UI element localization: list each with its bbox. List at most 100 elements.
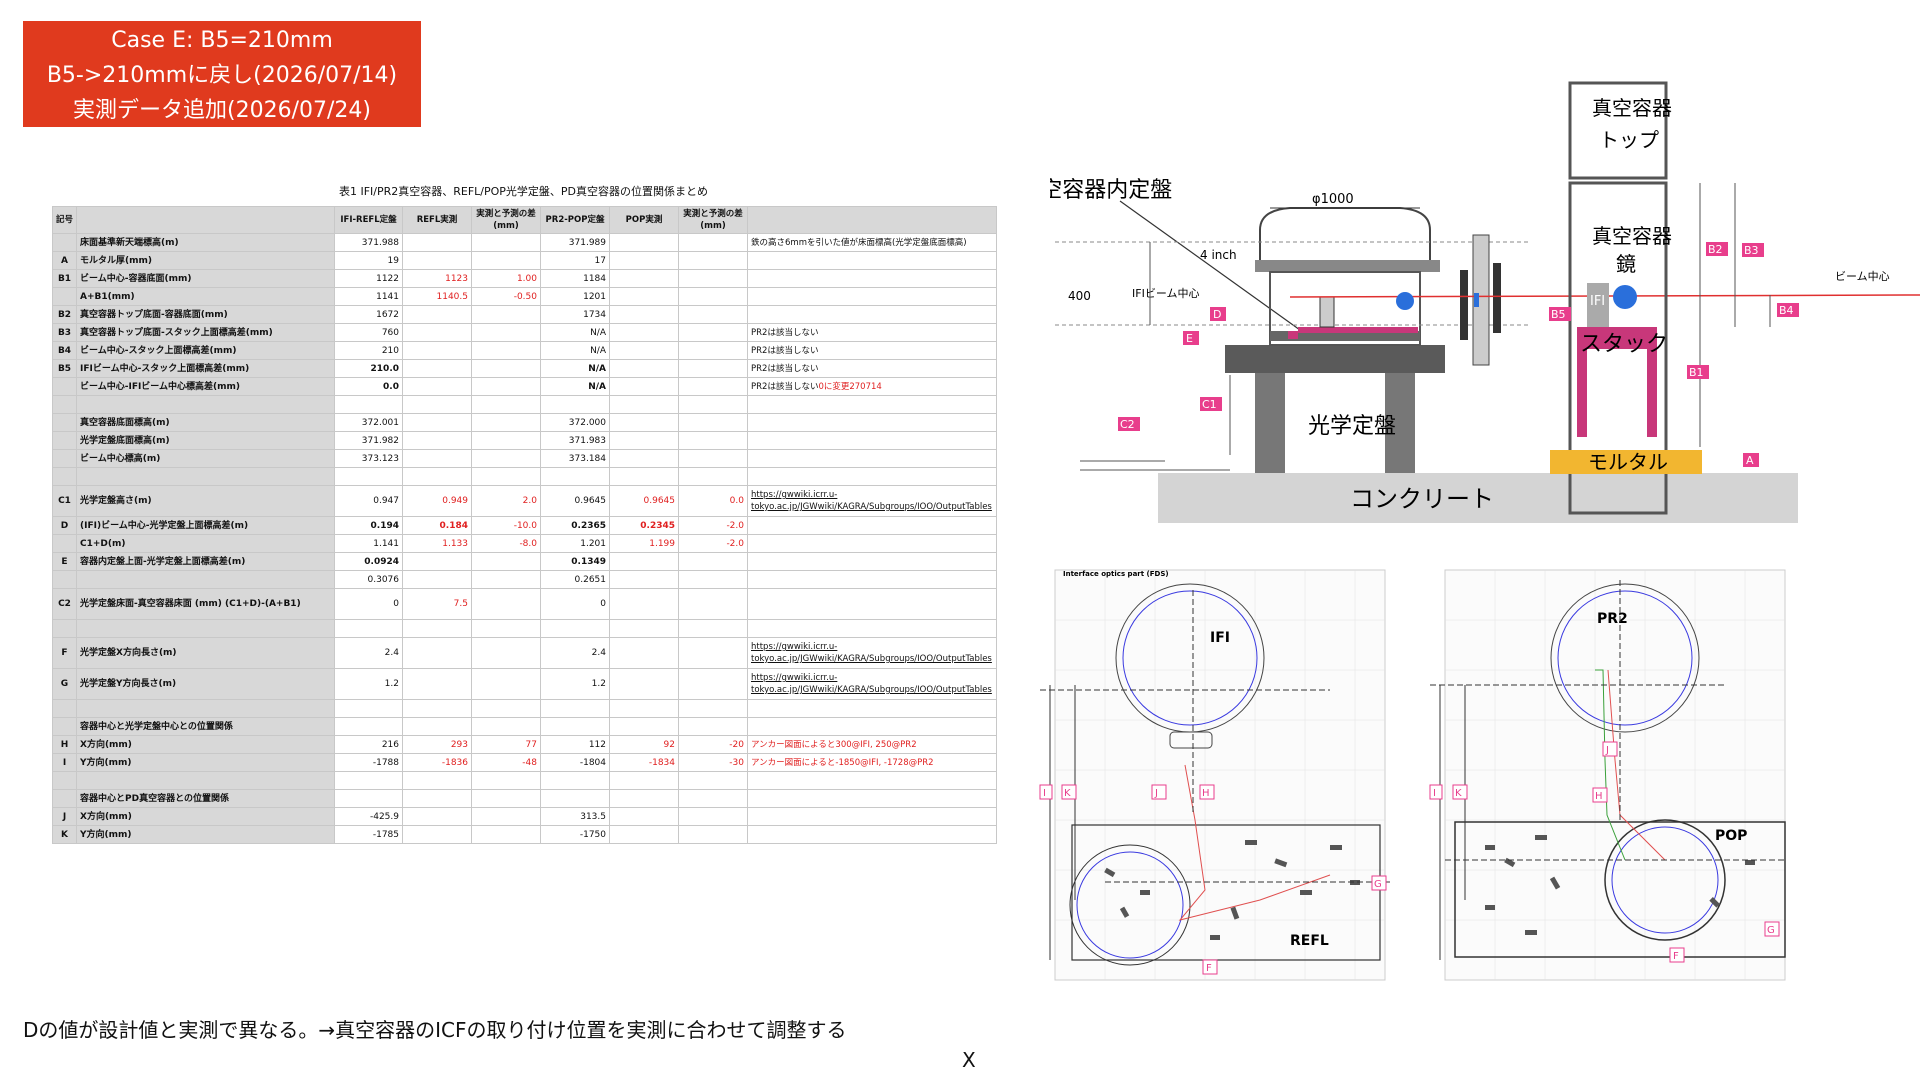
row-label: ビーム中心-容器底面(mm)	[76, 269, 335, 288]
cell-c6	[678, 251, 748, 270]
cell-c2	[402, 717, 472, 736]
layout-title: Interface optics part (FDS)	[1063, 570, 1169, 578]
row-label: 光学定盤床面-真空容器床面 (mm) (C1+D)-(A+B1)	[76, 588, 335, 620]
table-title: 表1 IFI/PR2真空容器、REFL/POP光学定盤、PD真空容器の位置関係ま…	[338, 185, 709, 198]
cell-c2: 1.133	[402, 534, 472, 553]
tag-D: D	[1210, 307, 1226, 321]
row-note[interactable]: https://gwwiki.icrr.u-tokyo.ac.jp/JGWwik…	[747, 637, 997, 669]
mortar-label: モルタル	[1588, 450, 1668, 474]
cell-c6: 0.0	[678, 485, 748, 517]
tag-B4: B4	[1777, 303, 1799, 317]
cell-c4	[540, 789, 610, 808]
svg-text:G: G	[1767, 925, 1775, 936]
cell-c6	[678, 449, 748, 468]
tag-G: G	[1371, 875, 1387, 891]
cell-c1: 1.2	[334, 668, 403, 700]
cell-c6	[678, 668, 748, 700]
cell-c5	[609, 233, 679, 252]
wiki-link[interactable]: https://gwwiki.icrr.u-tokyo.ac.jp/JGWwik…	[751, 642, 992, 664]
tag-K: K	[1061, 784, 1077, 800]
col-header: IFI-REFL定盤	[334, 206, 403, 234]
cell-c2	[402, 771, 472, 790]
cell-c1: 0.0	[334, 377, 403, 396]
cell-c2	[402, 413, 472, 432]
cell-c2	[402, 619, 472, 638]
row-note[interactable]: https://gwwiki.icrr.u-tokyo.ac.jp/JGWwik…	[747, 485, 997, 517]
cell-c6	[678, 825, 748, 844]
cell-c6	[678, 771, 748, 790]
cell-c2	[402, 323, 472, 342]
row-note	[747, 269, 997, 288]
cell-c5	[609, 431, 679, 450]
row-note: 鉄の高さ6mmを引いた値が床面標高(光学定盤底面標高)	[747, 233, 997, 252]
cell-c3	[471, 771, 541, 790]
cell-c5	[609, 771, 679, 790]
table-label: POP	[1715, 828, 1747, 844]
cell-c3	[471, 825, 541, 844]
wiki-link[interactable]: https://gwwiki.icrr.u-tokyo.ac.jp/JGWwik…	[751, 673, 992, 695]
footer-x: X	[962, 1048, 976, 1072]
cell-c4: 1201	[540, 287, 610, 306]
case-title: Case E: B5=210mm	[111, 28, 333, 53]
cell-c5	[609, 251, 679, 270]
svg-text:C2: C2	[1120, 418, 1135, 431]
table-label: REFL	[1290, 933, 1329, 949]
cell-c5	[609, 588, 679, 620]
tag-K: K	[1452, 784, 1468, 800]
optical-table-top	[1225, 345, 1445, 373]
row-label: IFIビーム中心-スタック上面標高差(mm)	[76, 359, 335, 378]
pd-label: PD真空容器内定盤	[1050, 178, 1172, 203]
row-symbol: B1	[52, 269, 77, 288]
col-header: PR2-POP定盤	[540, 206, 610, 234]
row-note: PR2は該当しない	[747, 359, 997, 378]
row-symbol	[52, 789, 77, 808]
cell-c2	[402, 359, 472, 378]
cell-c6	[678, 287, 748, 306]
svg-text:K: K	[1455, 788, 1462, 799]
row-symbol	[52, 233, 77, 252]
cell-c6	[678, 717, 748, 736]
wiki-link[interactable]: https://gwwiki.icrr.u-tokyo.ac.jp/JGWwik…	[751, 490, 992, 512]
cell-c4: 372.000	[540, 413, 610, 432]
row-label: モルタル厚(mm)	[76, 251, 335, 270]
cell-c2	[402, 570, 472, 589]
row-label	[76, 467, 335, 486]
col-header: REFL実測	[402, 206, 472, 234]
row-note[interactable]: https://gwwiki.icrr.u-tokyo.ac.jp/JGWwik…	[747, 668, 997, 700]
cell-c5: 0.2345	[609, 516, 679, 535]
svg-text:K: K	[1064, 788, 1071, 799]
cell-c3: 1.00	[471, 269, 541, 288]
cell-c5	[609, 699, 679, 718]
table-row	[52, 467, 997, 486]
optical-table-label: 光学定盤	[1308, 414, 1396, 439]
svg-text:H: H	[1595, 791, 1603, 802]
inch-label: 4 inch	[1200, 248, 1237, 262]
cell-c1: -425.9	[334, 807, 403, 826]
cell-c5	[609, 619, 679, 638]
row-label: 光学定盤高さ(m)	[76, 485, 335, 517]
cell-c4: N/A	[540, 323, 610, 342]
row-label: 床面基準新天端標高(m)	[76, 233, 335, 252]
note-text: PR2は該当しない	[751, 381, 819, 392]
cell-c6	[678, 467, 748, 486]
row-note	[747, 771, 997, 790]
row-symbol: I	[52, 753, 77, 772]
svg-text:B2: B2	[1708, 243, 1723, 256]
cell-c1: 1141	[334, 287, 403, 306]
cell-c5: 92	[609, 735, 679, 754]
svg-text:F: F	[1673, 951, 1679, 962]
row-symbol: D	[52, 516, 77, 535]
cell-c6	[678, 269, 748, 288]
row-symbol	[52, 449, 77, 468]
cell-c4: 0	[540, 588, 610, 620]
row-symbol: E	[52, 552, 77, 571]
svg-text:E: E	[1186, 332, 1193, 345]
svg-text:A: A	[1746, 454, 1754, 467]
cell-c4: 373.184	[540, 449, 610, 468]
